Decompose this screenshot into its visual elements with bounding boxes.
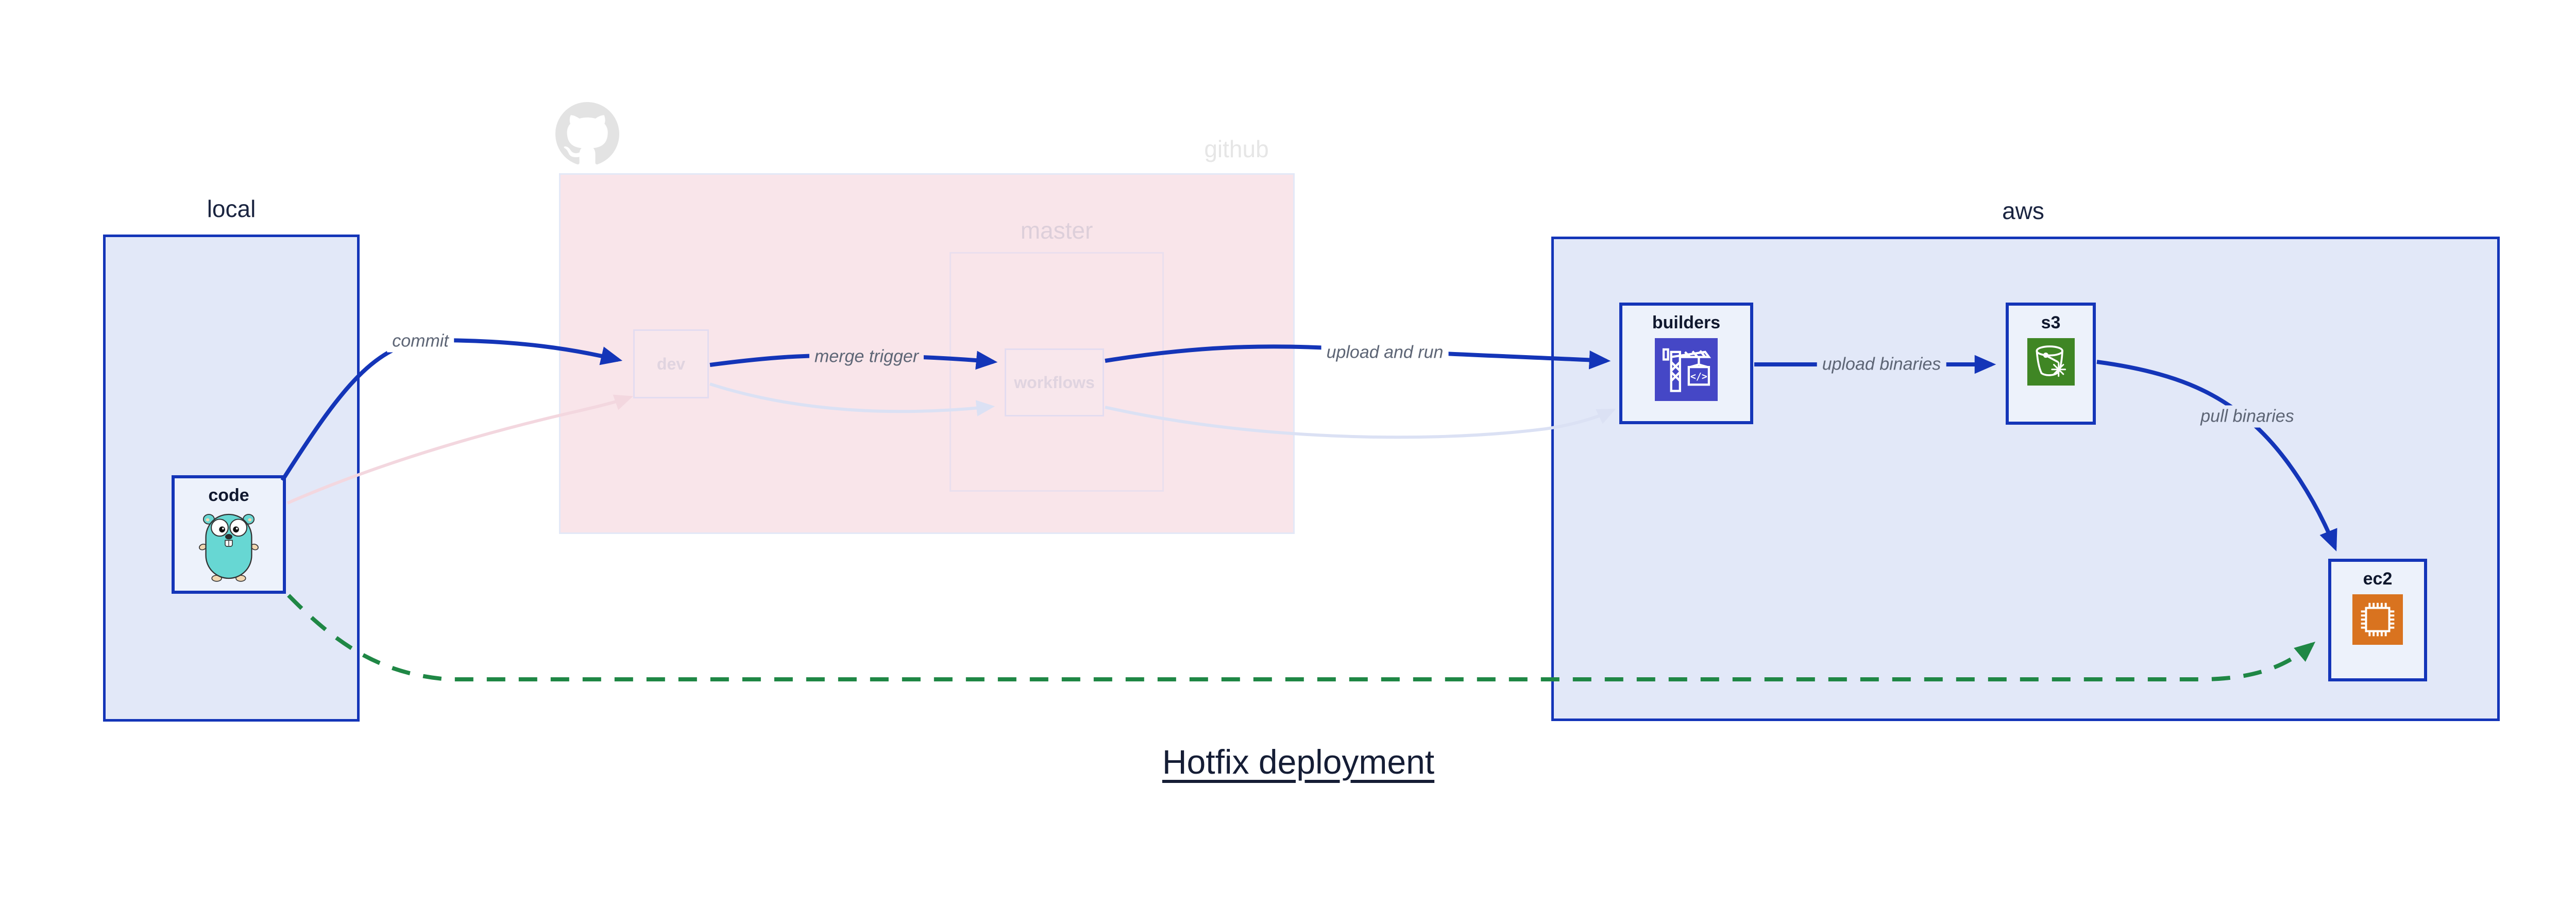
edge-label-commit: commit (387, 330, 454, 353)
node-dev: dev (633, 329, 709, 398)
svg-text:</>: </> (1690, 372, 1707, 382)
go-gopher-icon (199, 513, 259, 582)
node-s3: s3 (2006, 303, 2096, 425)
node-s3-label: s3 (2041, 313, 2061, 332)
local-group-label: local (207, 195, 256, 222)
aws-s3-bucket-icon (2027, 338, 2075, 386)
node-builders: builders </> (1619, 303, 1753, 424)
node-dev-label: dev (656, 354, 686, 373)
edge-label-pull-binaries: pull binaries (2195, 405, 2299, 428)
node-code: code (172, 475, 286, 594)
edge-label-upload-and-run: upload and run (1321, 341, 1449, 364)
node-workflows-label: workflows (1014, 373, 1095, 392)
github-octocat-icon (555, 102, 619, 164)
node-workflows: workflows (1005, 348, 1104, 416)
aws-ec2-chip-icon (2352, 594, 2403, 645)
aws-codebuild-icon: </> (1655, 338, 1718, 401)
diagram-title: Hotfix deployment (1162, 743, 1435, 781)
node-ec2-label: ec2 (2363, 569, 2393, 589)
aws-group-label: aws (2002, 197, 2044, 224)
github-group-label: github (1204, 136, 1269, 162)
node-code-label: code (208, 486, 249, 505)
master-group-box (950, 252, 1164, 492)
node-builders-label: builders (1652, 313, 1721, 332)
master-group-label: master (1020, 217, 1093, 244)
edge-label-merge-trigger: merge trigger (809, 345, 924, 368)
node-ec2: ec2 (2328, 559, 2427, 681)
edge-label-upload-binaries: upload binaries (1817, 353, 1946, 376)
